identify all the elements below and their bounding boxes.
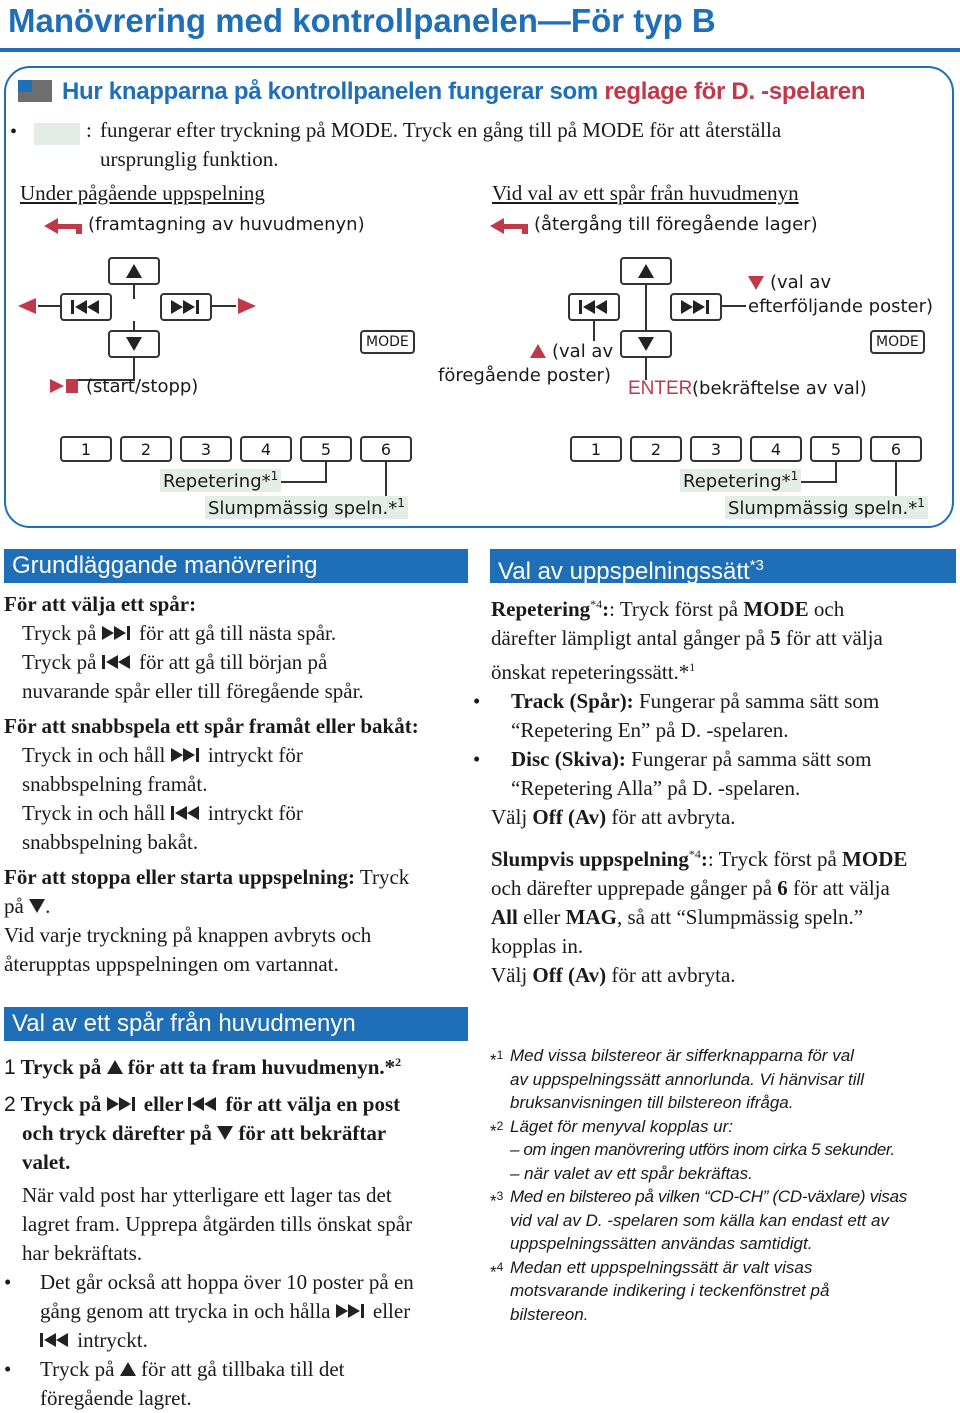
next-track-icon bbox=[101, 626, 130, 640]
title-rule bbox=[0, 48, 960, 52]
page-title: Manövrering med kontrollpanelen—För typ … bbox=[8, 2, 716, 39]
num-button-4-right[interactable]: 4 bbox=[750, 436, 802, 462]
num-button-6[interactable]: 6 bbox=[360, 436, 412, 462]
next-track-icon bbox=[106, 1097, 135, 1111]
back-arrow-icon bbox=[44, 218, 82, 234]
mode-button-left[interactable]: MODE bbox=[360, 330, 415, 354]
num-button-1-right[interactable]: 1 bbox=[570, 436, 622, 462]
prev-track-icon bbox=[40, 1333, 68, 1347]
prev-track-icon bbox=[71, 300, 99, 314]
up-triangle-icon bbox=[638, 264, 654, 278]
menu-section-bar: Val av ett spår från huvudmenyn bbox=[4, 1007, 468, 1041]
next-track-icon bbox=[170, 748, 199, 762]
up-triangle-icon bbox=[119, 1362, 136, 1376]
enter-label: ENTER bbox=[628, 378, 693, 399]
mode-section-bar: Val av uppspelningssätt*3 bbox=[490, 549, 956, 585]
red-up-triangle-icon bbox=[530, 344, 546, 358]
note-line2: ursprunglig funktion. bbox=[100, 147, 279, 171]
num-button-6-right[interactable]: 6 bbox=[870, 436, 922, 462]
prev-track-icon bbox=[101, 655, 130, 669]
num-button-1[interactable]: 1 bbox=[60, 436, 112, 462]
num-button-5[interactable]: 5 bbox=[300, 436, 352, 462]
prev-track-icon bbox=[188, 1097, 217, 1111]
blue-corner bbox=[18, 80, 32, 92]
shuffle-label-right: Slumpmässig speln.*1 bbox=[725, 496, 928, 519]
up-triangle-icon bbox=[126, 264, 142, 278]
control-panel-box bbox=[4, 66, 954, 528]
note-line1: fungerar efter tryckning på MODE. Tryck … bbox=[100, 118, 782, 142]
num-button-3[interactable]: 3 bbox=[180, 436, 232, 462]
basic-section: För att välja ett spår: Tryck på för att… bbox=[4, 592, 419, 976]
left-red-arrow-icon bbox=[18, 298, 36, 314]
repeat-label-left: Repetering*1 bbox=[160, 469, 282, 492]
down-button[interactable] bbox=[108, 330, 160, 358]
mint-swatch bbox=[34, 123, 80, 145]
menu-section: 1 Tryck på för att ta fram huvudmenyn.*2… bbox=[4, 1055, 414, 1410]
up-button-right[interactable] bbox=[620, 257, 672, 285]
prev-button-right[interactable] bbox=[568, 293, 620, 321]
shuffle-label-left: Slumpmässig speln.*1 bbox=[205, 496, 408, 519]
down-button-right[interactable] bbox=[620, 330, 672, 358]
down-triangle-icon bbox=[638, 337, 654, 351]
mode-section: Repetering*4:: Tryck först på MODE och d… bbox=[491, 597, 908, 987]
back-arrow-icon bbox=[490, 218, 528, 234]
up-triangle-icon bbox=[106, 1060, 123, 1074]
play-stop-icon bbox=[50, 379, 78, 393]
red-down-triangle-icon bbox=[748, 276, 764, 290]
num-button-4[interactable]: 4 bbox=[240, 436, 292, 462]
prev-track-icon bbox=[170, 806, 199, 820]
down-triangle-icon bbox=[29, 899, 46, 913]
down-triangle-icon bbox=[126, 337, 142, 351]
left-heading: Under pågående uppspelning bbox=[20, 181, 265, 205]
prev-track-icon bbox=[579, 300, 607, 314]
panel-heading: Hur knapparna på kontrollpanelen fungera… bbox=[62, 78, 866, 105]
next-track-icon bbox=[171, 300, 199, 314]
next-button[interactable] bbox=[160, 293, 212, 321]
mode-button-right[interactable]: MODE bbox=[870, 330, 925, 354]
num-button-5-right[interactable]: 5 bbox=[810, 436, 862, 462]
next-button-right[interactable] bbox=[670, 293, 722, 321]
next-track-icon bbox=[335, 1304, 364, 1318]
up-button[interactable] bbox=[108, 257, 160, 285]
repeat-label-right: Repetering*1 bbox=[680, 469, 802, 492]
num-button-3-right[interactable]: 3 bbox=[690, 436, 742, 462]
right-heading: Vid val av ett spår från huvudmenyn bbox=[492, 181, 799, 205]
next-track-icon bbox=[681, 300, 709, 314]
basic-section-bar: Grundläggande manövrering bbox=[4, 549, 468, 583]
prev-button[interactable] bbox=[60, 293, 112, 321]
right-red-arrow-icon bbox=[238, 298, 256, 314]
num-button-2[interactable]: 2 bbox=[120, 436, 172, 462]
down-triangle-icon bbox=[217, 1126, 234, 1140]
num-button-2-right[interactable]: 2 bbox=[630, 436, 682, 462]
